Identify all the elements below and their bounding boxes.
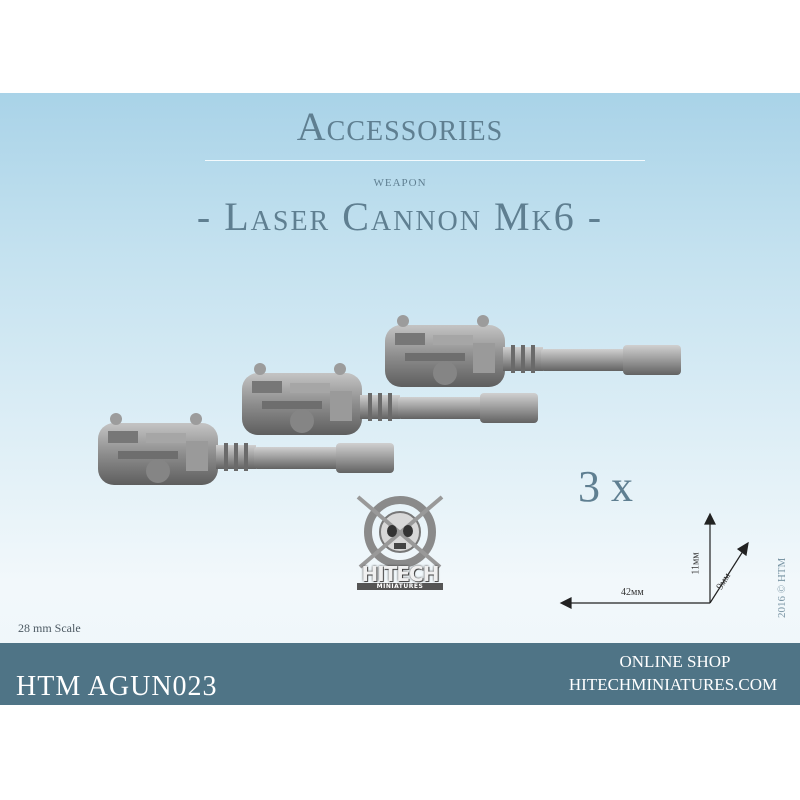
online-shop-label: ONLINE SHOP	[619, 652, 731, 671]
gear-skull-logo-icon	[356, 495, 444, 569]
dimension-diagram: 42мм 11мм 9мм	[555, 508, 755, 618]
product-code: HTM AGUN023	[16, 671, 218, 702]
dimension-arrows-icon	[559, 512, 749, 609]
length-label: 42мм	[621, 587, 644, 598]
copyright-label: 2016 © HTM	[776, 557, 788, 618]
scale-label: 28 mm Scale	[18, 621, 81, 635]
brand-name: HITECH	[361, 562, 440, 586]
product-subtitle: weapon	[373, 173, 427, 190]
height-label: 11мм	[690, 552, 702, 575]
title-divider	[205, 160, 645, 161]
shop-website-link[interactable]: HITECHMINIATURES.COM	[568, 675, 778, 694]
product-name: - Laser Cannon Mk6 -	[196, 194, 604, 239]
category-title: Accessories	[296, 104, 504, 149]
quantity-label: 3 x	[578, 462, 633, 511]
product-card: Accessories weapon - Laser Cannon Mk6 -	[0, 93, 800, 705]
brand-tagline: MINIATURES	[357, 583, 443, 590]
footer-banner: HTM AGUN023 ONLINE SHOP HITECHMINIATURES…	[0, 643, 800, 705]
